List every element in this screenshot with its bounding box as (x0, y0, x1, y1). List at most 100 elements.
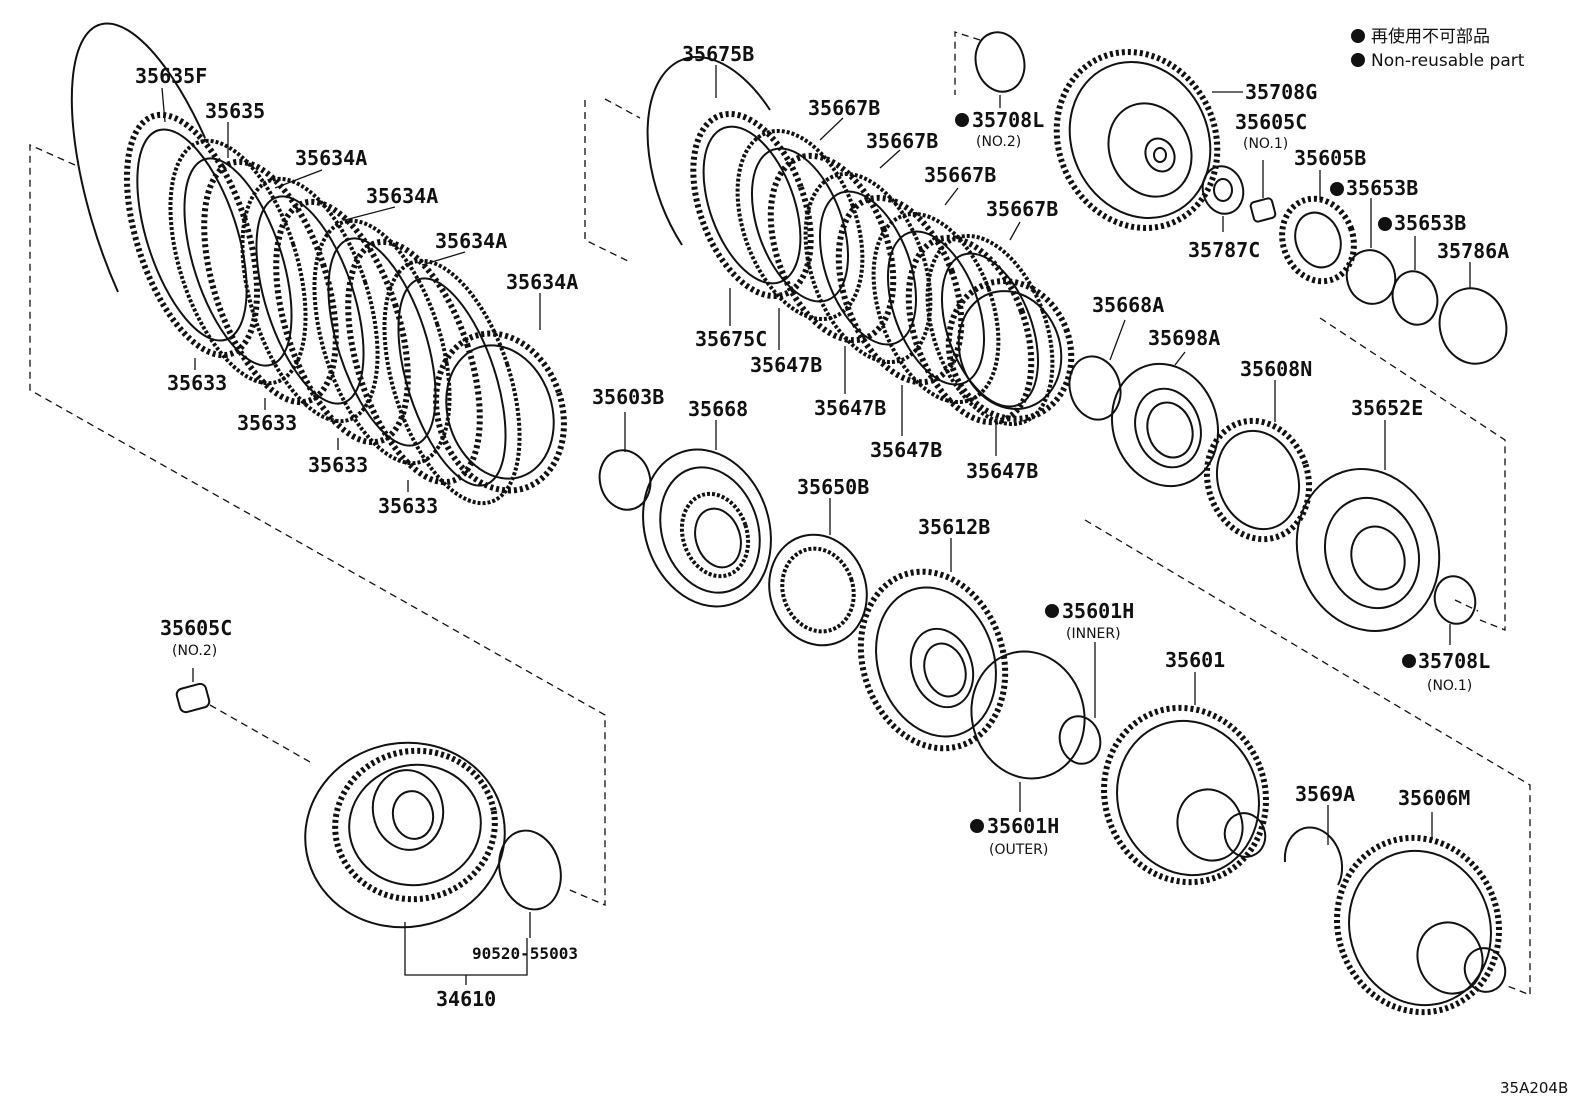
part-label: 35647B (814, 396, 886, 420)
non-reusable-marker-icon (1351, 29, 1365, 43)
part-label-sub: (NO.2) (172, 643, 217, 659)
non-reusable-marker-icon (1402, 654, 1416, 668)
non-reusable-marker-icon (1378, 217, 1392, 231)
clutch-plate-35633 (433, 330, 567, 494)
clutch-disc-35667B (735, 128, 865, 322)
part-label: 35634A (435, 229, 507, 253)
o-ring-35601H-inner (1058, 715, 1102, 765)
part-label: 35633 (167, 371, 227, 395)
part-label-sub: (OUTER) (989, 842, 1048, 858)
clutch-hub-35606M (1334, 834, 1502, 1016)
clutch-disc-35634A (240, 176, 380, 424)
part-label: 35667B (808, 96, 880, 120)
part-label: 35633 (378, 494, 438, 518)
part-label-sub: (NO.1) (1243, 136, 1288, 152)
clutch-hub-35601 (1101, 704, 1269, 886)
part-label: 35667B (986, 197, 1058, 221)
o-ring-35601H-outer (970, 650, 1086, 780)
thrust-washer-35786A (1438, 287, 1508, 365)
part-label: 35667B (924, 163, 996, 187)
o-ring-35708L-no2 (974, 31, 1026, 93)
piston-35612B (857, 568, 1009, 752)
spring-retainer-35698A (1110, 362, 1220, 488)
piston-35652E (1295, 468, 1441, 632)
assembly-outline (29, 31, 1531, 996)
clutch-disc-35667B (925, 233, 1055, 427)
part-label: 35634A (295, 146, 367, 170)
non-reusable-markers (955, 113, 1416, 833)
middle-row-parts (1068, 355, 1477, 632)
non-reusable-marker-icon (955, 113, 969, 127)
seal-ring-35653B (1391, 270, 1439, 326)
part-label: 35650B (797, 475, 869, 499)
clutch-drum-34610 (304, 741, 506, 929)
part-label: 35635F (135, 64, 207, 88)
part-label: 35633 (237, 411, 297, 435)
part-label: 90520-55003 (472, 944, 578, 963)
non-reusable-marker-icon (970, 819, 984, 833)
part-label: 35652E (1351, 396, 1423, 420)
part-label: 35601H (1062, 599, 1134, 623)
snap-ring-35603B (598, 449, 652, 511)
part-label: 35675C (695, 327, 767, 351)
part-label: 35653B (1394, 211, 1466, 235)
spring-35650B (768, 533, 868, 647)
center-parts (598, 448, 1102, 780)
part-label: 35668A (1092, 293, 1164, 317)
part-label: 35606M (1398, 786, 1470, 810)
snap-ring-35668A (1068, 355, 1122, 421)
part-label: 35708G (1245, 80, 1317, 104)
part-label: 35612B (918, 515, 990, 539)
clutch-disc-35634A (168, 138, 308, 386)
part-label: 35653B (1346, 176, 1418, 200)
non-reusable-marker-icon (1330, 182, 1344, 196)
part-label: 35634A (506, 270, 578, 294)
part-label: 35708L (1418, 649, 1490, 673)
snap-ring-35675B (646, 56, 771, 246)
o-ring-35708L-no1 (1433, 575, 1477, 625)
part-label: 35668 (688, 397, 748, 421)
bushing-35605C-no1 (1249, 197, 1277, 223)
part-label: 35603B (592, 385, 664, 409)
part-label: 35667B (866, 129, 938, 153)
snap-ring-35635F (70, 22, 206, 293)
part-labels: 35635F 35635 35634A 35634A 35634A 35634A… (135, 42, 1509, 1011)
clutch-drum-35708G (1053, 49, 1221, 231)
middle-clutch-pack (646, 56, 1075, 427)
clutch-plate-35633 (345, 238, 483, 486)
clutch-plate-35647B (945, 278, 1075, 422)
non-reusable-marker-icon (1351, 53, 1365, 67)
part-label-sub: (NO.1) (1427, 678, 1472, 694)
part-label: 35601H (987, 814, 1059, 838)
part-label: 35605B (1294, 146, 1366, 170)
part-label: 35647B (966, 459, 1038, 483)
part-label: 35605C (160, 616, 232, 640)
part-label: 35787C (1188, 238, 1260, 262)
seal-ring-35653B (1345, 249, 1397, 305)
thrust-washer-35787C (1201, 165, 1245, 215)
leader-lines (161, 65, 1471, 985)
part-label: 35634A (366, 184, 438, 208)
clutch-disc-35667B (871, 211, 1001, 405)
clutch-disc-35634A (312, 218, 452, 466)
left-clutch-pack (70, 22, 567, 506)
clutch-plate-35633 (273, 198, 411, 446)
spring-retainer-35668 (642, 448, 772, 608)
snap-ring-90520-55003 (498, 829, 562, 911)
part-label: 35675B (682, 42, 754, 66)
part-label-sub: (INNER) (1066, 626, 1121, 642)
retaining-plate-35635 (123, 111, 261, 359)
part-label: 34610 (436, 987, 496, 1011)
part-label: 35605C (1235, 110, 1307, 134)
retaining-plate-35675C (690, 110, 814, 300)
bushing-35605C-no2 (175, 682, 211, 714)
legend: 再使用不可部品 Non-reusable part (1351, 26, 1525, 71)
part-label: 35708L (972, 108, 1044, 132)
thrust-bearing-35605B (1279, 195, 1357, 285)
part-label-sub: (NO.2) (976, 134, 1021, 150)
part-label: 35647B (750, 353, 822, 377)
non-reusable-marker-icon (1045, 604, 1059, 618)
lower-right-hubs (1101, 704, 1507, 1016)
part-label: 35633 (308, 453, 368, 477)
